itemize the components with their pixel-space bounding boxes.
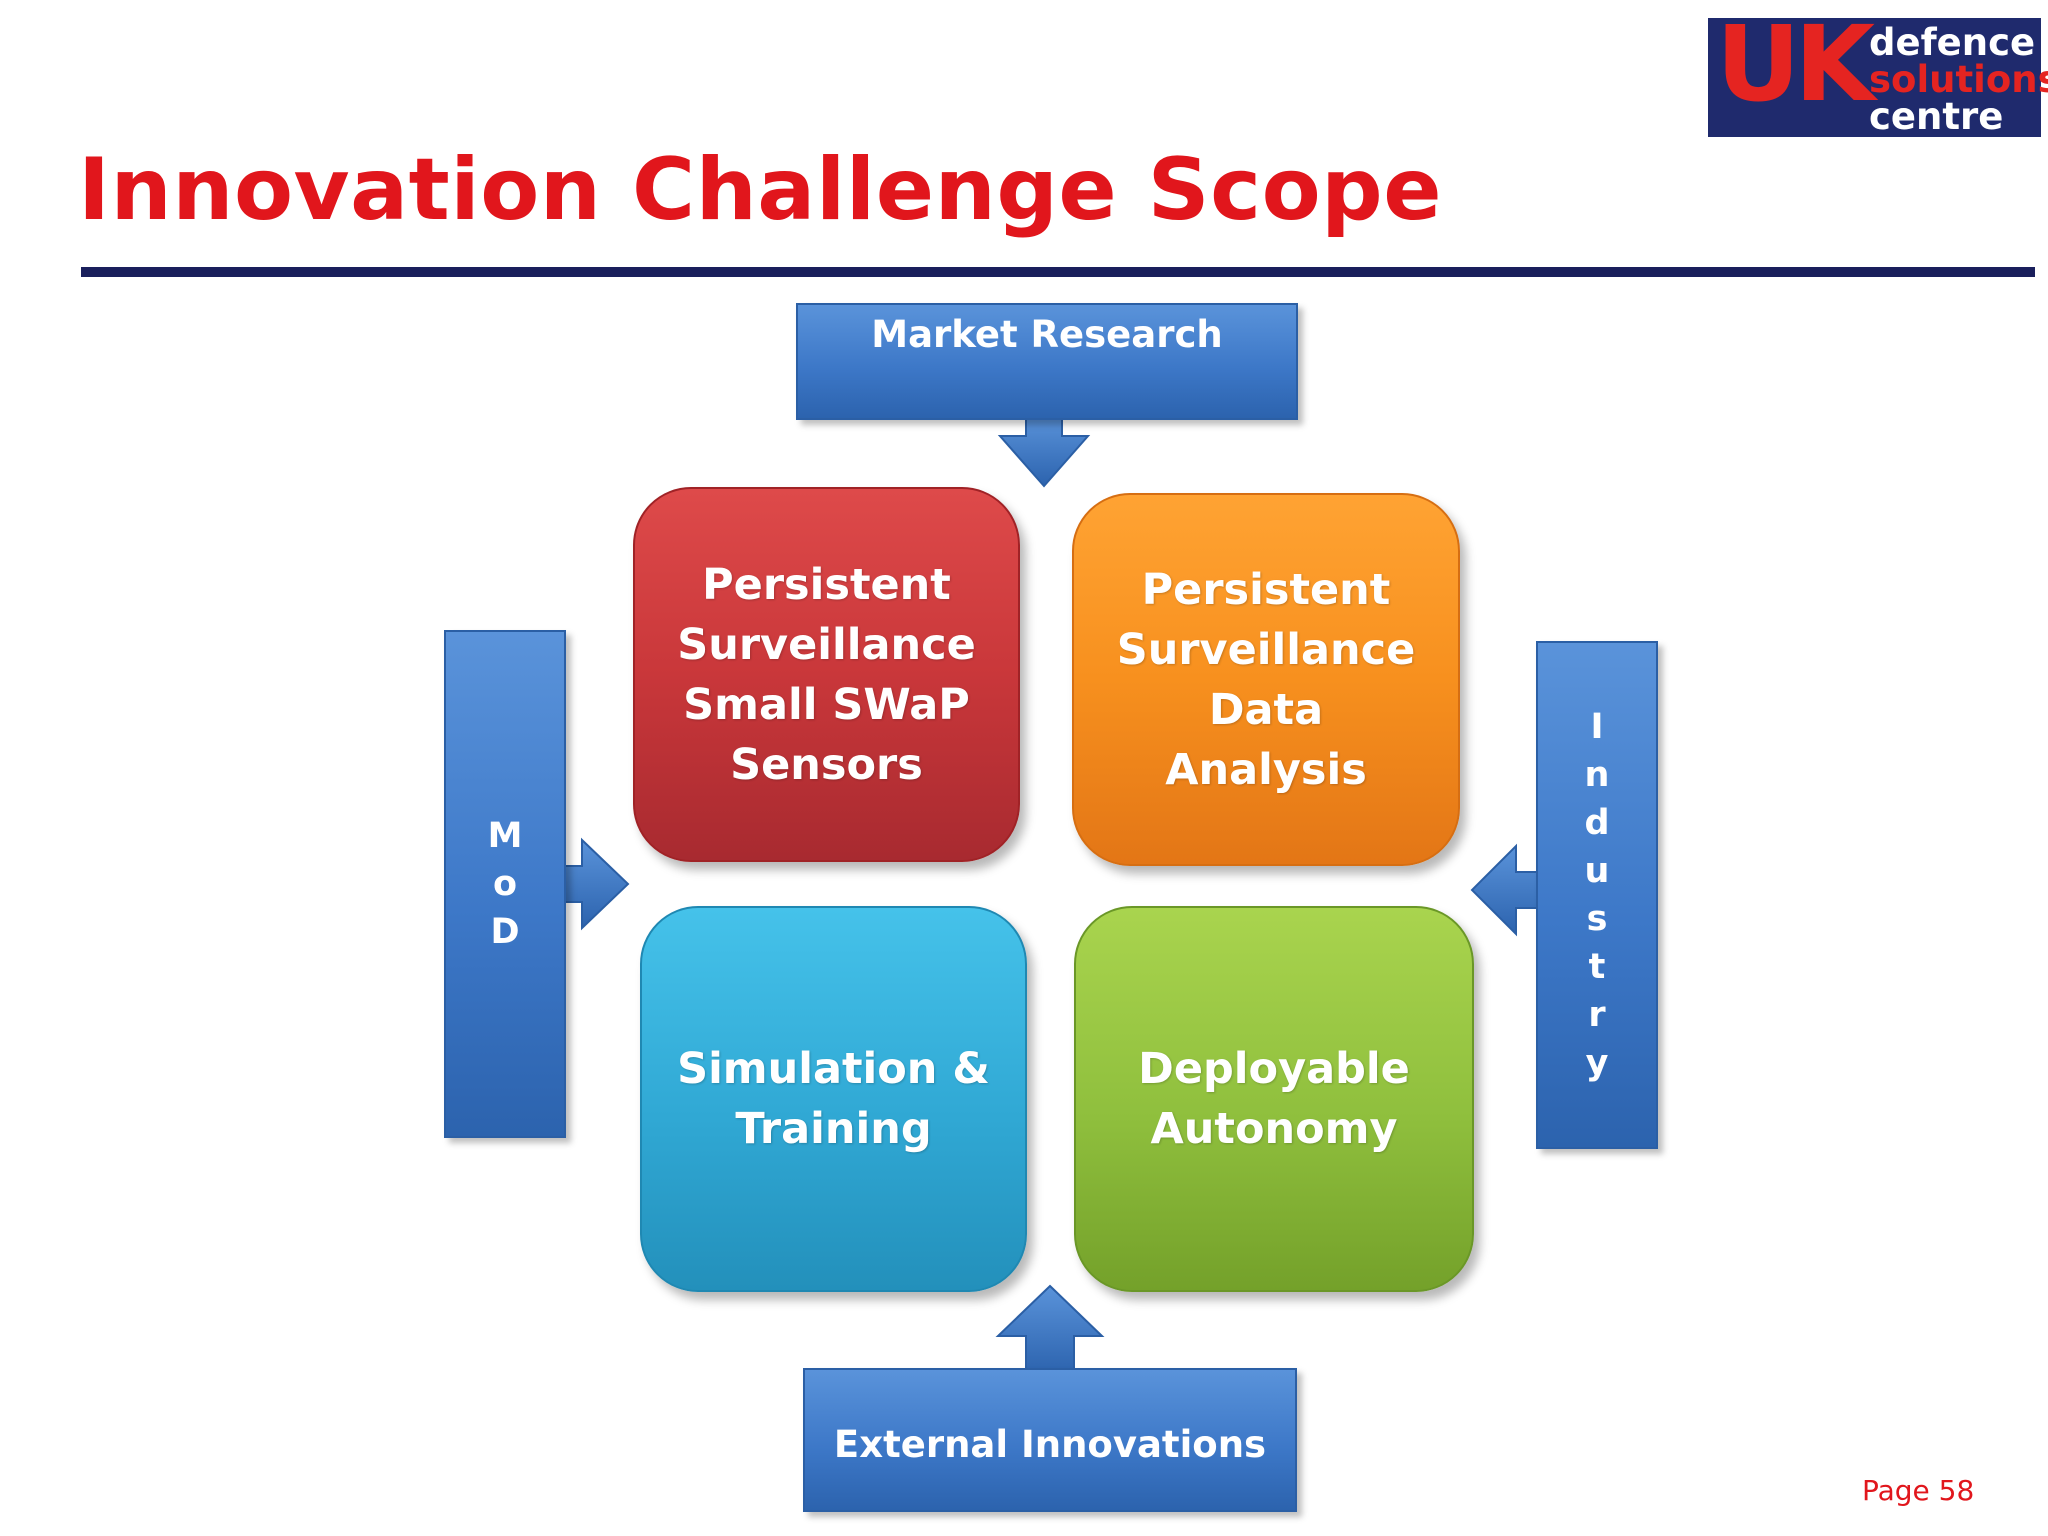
- logo-line-centre: centre: [1869, 95, 2004, 138]
- external-innovations-banner: External Innovations: [803, 1368, 1297, 1512]
- market-research-banner: Market Research: [796, 303, 1298, 420]
- industry-letter: I: [1590, 707, 1604, 747]
- quadrant-data-analysis: Persistent Surveillance Data Analysis: [1072, 493, 1460, 866]
- quadrant-label: Simulation & Training: [677, 1044, 990, 1154]
- industry-letter: t: [1588, 947, 1606, 987]
- industry-letter: d: [1584, 803, 1610, 843]
- mod-letter: D: [490, 912, 520, 952]
- logo-uk-mark: UK: [1716, 3, 1875, 125]
- right-arrow-icon: [555, 837, 630, 931]
- quadrant-label: Deployable Autonomy: [1138, 1044, 1410, 1154]
- quadrant-small-swap-sensors: Persistent Surveillance Small SWaP Senso…: [633, 487, 1020, 862]
- quadrant-deployable-autonomy: Deployable Autonomy: [1074, 906, 1474, 1292]
- external-innovations-label: External Innovations: [833, 1422, 1267, 1466]
- mod-letter: M: [487, 816, 523, 856]
- quadrant-label: Persistent Surveillance Small SWaP Senso…: [677, 559, 976, 790]
- up-arrow-icon: [995, 1284, 1105, 1375]
- left-arrow-icon: [1470, 843, 1543, 937]
- quadrant-simulation-training: Simulation & Training: [640, 906, 1027, 1292]
- logo-line-defence: defence: [1869, 21, 2036, 64]
- quadrant-label: Persistent Surveillance Data Analysis: [1116, 564, 1416, 795]
- industry-letter: u: [1584, 851, 1610, 891]
- market-research-label: Market Research: [871, 313, 1223, 356]
- down-arrow-icon: [997, 415, 1091, 488]
- mod-banner: M o D: [444, 630, 566, 1138]
- logo-line-solutions: solutions: [1869, 58, 2048, 101]
- industry-banner: I n d u s t r y: [1536, 641, 1658, 1149]
- industry-letter: n: [1584, 755, 1610, 795]
- title-divider: [81, 267, 2035, 277]
- industry-letter: y: [1585, 1043, 1609, 1083]
- mod-letter: o: [492, 864, 518, 904]
- uk-defence-solutions-centre-logo: UK defence solutions centre: [1708, 12, 2048, 138]
- slide-title: Innovation Challenge Scope: [78, 140, 1443, 240]
- page-number: Page 58: [1862, 1474, 1975, 1507]
- industry-letter: r: [1588, 995, 1606, 1035]
- industry-letter: s: [1586, 899, 1608, 939]
